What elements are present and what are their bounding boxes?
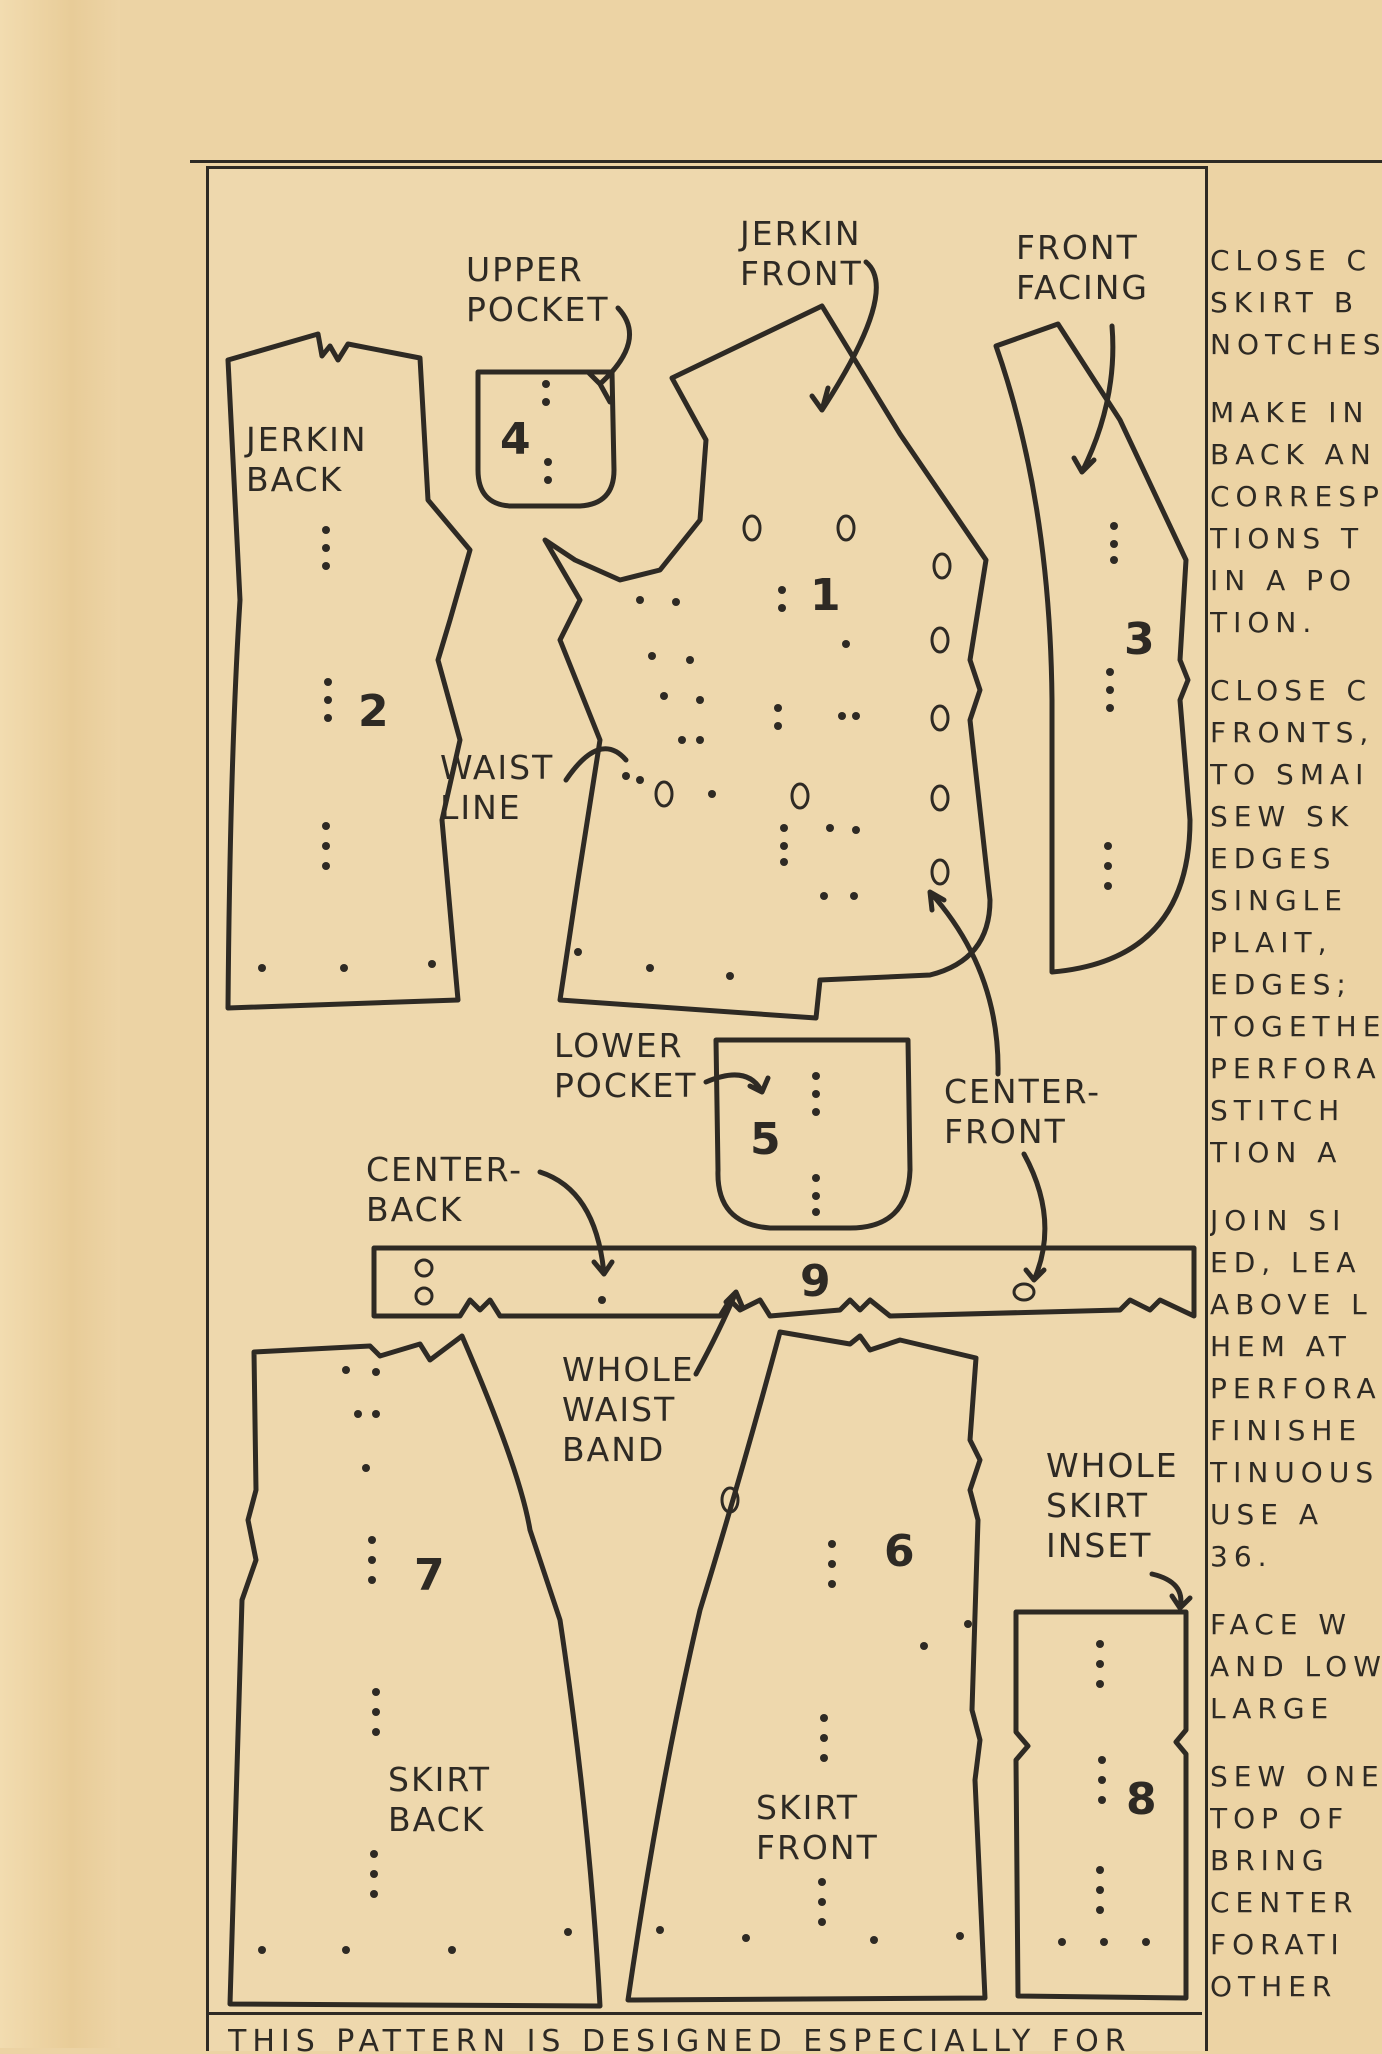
piece-number-9: 9 <box>800 1256 831 1307</box>
label-upper-pocket: UPPER POCKET <box>466 250 610 329</box>
instruction-line: PLAIT, <box>1210 926 1333 959</box>
instruction-line: FACE W <box>1210 1608 1353 1641</box>
piece-lower-pocket <box>713 1037 913 1231</box>
instruction-line: TINUOUS <box>1210 1456 1380 1489</box>
label-center-front: CENTER- FRONT <box>944 1072 1102 1151</box>
piece-front-facing <box>993 321 1193 975</box>
arrow-center-front-2 <box>1021 1151 1048 1283</box>
instruction-line: FRONTS, <box>1210 716 1375 749</box>
instruction-line: JOIN SI <box>1210 1204 1347 1237</box>
piece-number-5: 5 <box>750 1114 781 1165</box>
label-skirt-front: SKIRT FRONT <box>756 1788 879 1867</box>
instruction-line: EDGES; <box>1210 968 1352 1001</box>
label-jerkin-front: JERKIN FRONT <box>740 214 863 293</box>
piece-number-8: 8 <box>1126 1774 1157 1825</box>
arrow-jerkin-front <box>809 259 879 413</box>
instruction-paragraph: CLOSE C SKIRT B NOTCHES <box>1210 240 1382 366</box>
instruction-line: BRING <box>1210 1844 1330 1877</box>
arrow-center-back <box>537 1169 615 1277</box>
label-jerkin-back: JERKIN BACK <box>246 420 368 499</box>
instruction-line: FINISHE <box>1210 1414 1363 1447</box>
instruction-line: EDGES <box>1210 842 1337 875</box>
piece-jerkin-front <box>542 303 993 1021</box>
instruction-line: OTHER <box>1210 1970 1338 2003</box>
instruction-line: TOGETHE <box>1210 1010 1382 1043</box>
instruction-line: SKIRT B <box>1210 286 1360 319</box>
piece-number-7: 7 <box>414 1550 445 1601</box>
label-waist-line: WAIST LINE <box>440 748 555 827</box>
piece-number-4: 4 <box>500 414 531 465</box>
instruction-line: BACK AN <box>1210 438 1377 471</box>
instruction-line: SEW SK <box>1210 800 1355 833</box>
instruction-line: PERFORA <box>1210 1052 1382 1085</box>
paper-edge <box>0 0 120 2048</box>
instruction-line: SEW ONE <box>1210 1760 1382 1793</box>
instruction-line: SINGLE <box>1210 884 1348 917</box>
arrow-lower-pocket <box>703 1072 771 1095</box>
instruction-line: ABOVE L <box>1210 1288 1373 1321</box>
arrow-waist-line <box>563 746 629 783</box>
label-whole-waist-band: WHOLE WAIST BAND <box>562 1350 695 1469</box>
instruction-line: TION. <box>1210 606 1318 639</box>
arrow-skirt-inset <box>1149 1571 1193 1611</box>
label-front-facing: FRONT FACING <box>1016 228 1149 307</box>
instruction-line: CENTER <box>1210 1886 1359 1919</box>
instruction-line: TOP OF <box>1210 1802 1350 1835</box>
pattern-diagram-panel <box>206 166 1208 2051</box>
label-center-back: CENTER- BACK <box>366 1150 524 1229</box>
instruction-line: 36. <box>1210 1540 1273 1573</box>
instruction-line: TIONS T <box>1210 522 1365 555</box>
piece-number-3: 3 <box>1124 614 1155 665</box>
instruction-line: PERFORA <box>1210 1372 1382 1405</box>
instruction-line: MAKE IN <box>1210 396 1370 429</box>
footer-text: THIS PATTERN IS DESIGNED ESPECIALLY FOR <box>228 2024 1132 2054</box>
instruction-line: FORATI <box>1210 1928 1345 1961</box>
instruction-line: STITCH <box>1210 1094 1346 1127</box>
piece-number-6: 6 <box>884 1526 915 1577</box>
label-skirt-back: SKIRT BACK <box>388 1760 492 1839</box>
instruction-line: CLOSE C <box>1210 244 1373 277</box>
piece-jerkin-back <box>225 331 473 1011</box>
piece-skirt-back <box>227 1333 603 2009</box>
instruction-line: IN A PO <box>1210 564 1358 597</box>
piece-waist-band <box>371 1245 1197 1319</box>
instruction-line: HEM AT <box>1210 1330 1352 1363</box>
instruction-line: USE A <box>1210 1498 1325 1531</box>
instruction-paragraph: JOIN SI ED, LEA ABOVE L HEM AT PERFORA F… <box>1210 1200 1382 1578</box>
instruction-line: LARGE <box>1210 1692 1335 1725</box>
instruction-line: TION A <box>1210 1136 1343 1169</box>
piece-skirt-inset <box>1013 1609 1189 2001</box>
instruction-line: NOTCHES <box>1210 328 1382 361</box>
instruction-paragraph: MAKE IN BACK AN CORRESP TIONS T IN A PO … <box>1210 392 1382 644</box>
label-lower-pocket: LOWER POCKET <box>554 1026 698 1105</box>
footer-rule <box>206 2012 1202 2015</box>
instruction-line: AND LOW <box>1210 1650 1382 1683</box>
top-rule <box>190 160 1382 163</box>
label-whole-skirt-inset: WHOLE SKIRT INSET <box>1046 1446 1179 1565</box>
instruction-line: TO SMAI <box>1210 758 1370 791</box>
piece-upper-pocket <box>475 369 617 509</box>
instruction-paragraph: SEW ONE TOP OF BRING CENTER FORATI OTHER <box>1210 1756 1382 2008</box>
instruction-paragraph: CLOSE C FRONTS, TO SMAI SEW SK EDGES SIN… <box>1210 670 1382 1174</box>
arrow-upper-pocket <box>585 305 633 405</box>
instruction-line: ED, LEA <box>1210 1246 1362 1279</box>
piece-skirt-front <box>625 1329 988 2003</box>
perforation-marks <box>258 380 1150 1954</box>
arrow-front-facing <box>1071 323 1116 475</box>
instruction-line: CORRESP <box>1210 480 1382 513</box>
arrow-waist-band <box>693 1289 745 1377</box>
instruction-paragraph: FACE W AND LOW LARGE <box>1210 1604 1382 1730</box>
arrow-center-front-1 <box>927 889 1001 1077</box>
piece-number-1: 1 <box>810 570 841 621</box>
instruction-line: CLOSE C <box>1210 674 1373 707</box>
piece-number-2: 2 <box>358 686 389 737</box>
instruction-column: CLOSE C SKIRT B NOTCHES MAKE IN BACK AN … <box>1210 240 1382 2048</box>
